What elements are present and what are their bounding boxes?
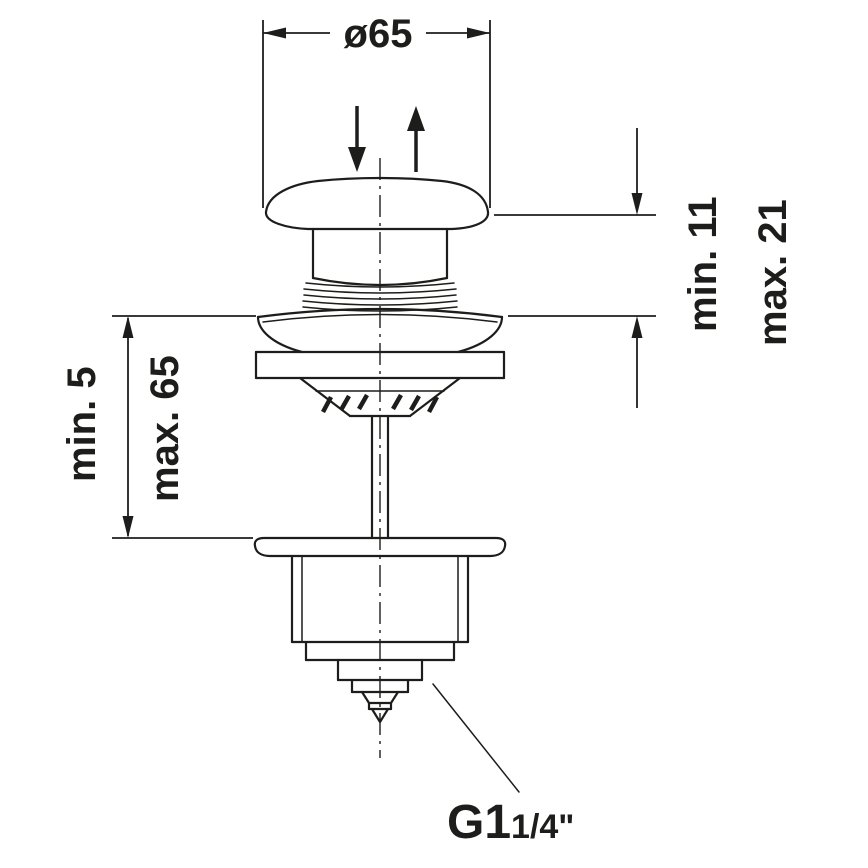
flange-bowl-left — [256, 315, 304, 354]
thread-ring — [302, 300, 458, 306]
drain-cap — [264, 176, 490, 231]
thread-rings — [302, 282, 458, 312]
diameter-label: ø65 — [344, 12, 413, 56]
flange-rim-inner — [262, 313, 498, 323]
strainer-slot — [357, 393, 369, 411]
strainer-slot — [427, 395, 439, 414]
thread-ring — [302, 306, 458, 312]
valve-stem — [370, 414, 390, 540]
push-down-arrowhead-icon — [348, 147, 366, 172]
strainer-slot — [339, 394, 351, 412]
arrowhead-down-icon — [631, 193, 643, 215]
pop-up-arrowhead-icon — [407, 106, 425, 131]
cap-height-min-label: min. 11 — [681, 196, 725, 332]
tip-cone — [360, 690, 400, 705]
waste-flange — [254, 307, 506, 380]
cap-height-max-label: max. 21 — [751, 199, 795, 346]
strainer-slot — [321, 395, 333, 414]
cap-neck — [311, 227, 449, 287]
arrowhead-down-icon — [122, 516, 134, 538]
clamp-min-label: min. 5 — [60, 366, 104, 482]
leader-line — [432, 683, 520, 793]
dimension-diameter: ø65 — [262, 12, 491, 208]
arrowhead-left-icon — [263, 27, 286, 39]
strainer-slot — [409, 394, 421, 412]
bottom-tip — [360, 690, 400, 724]
cap-outline — [264, 176, 490, 231]
arrowhead-up-icon — [631, 316, 643, 338]
thread-ring — [303, 294, 457, 300]
arrowhead-up-icon — [122, 316, 134, 338]
deck-flange — [253, 536, 507, 558]
thread-callout: G11/4" — [432, 683, 574, 849]
push-pull-arrows — [348, 106, 425, 172]
arrowhead-right-icon — [467, 27, 490, 39]
dimension-cap-height: min. 11 max. 21 — [494, 128, 795, 408]
thread-size-label: G11/4" — [447, 796, 574, 849]
tip-point — [370, 707, 390, 724]
deck-flange-outline — [253, 536, 507, 558]
dimension-clamping-range: min. 5 max. 65 — [60, 315, 256, 539]
waste-body — [290, 554, 470, 694]
clamp-max-label: max. 65 — [143, 355, 187, 502]
thread-ring — [305, 282, 455, 288]
thread-size-fraction: 1/4" — [511, 808, 574, 846]
strainer — [298, 376, 462, 418]
flange-bowl-right — [456, 315, 504, 354]
thread-size-main: G1 — [447, 796, 511, 849]
strainer-slot — [391, 393, 403, 411]
neck-bottom-edge — [311, 276, 449, 287]
thread-ring — [303, 288, 457, 294]
flange-rim-outer — [256, 307, 504, 319]
